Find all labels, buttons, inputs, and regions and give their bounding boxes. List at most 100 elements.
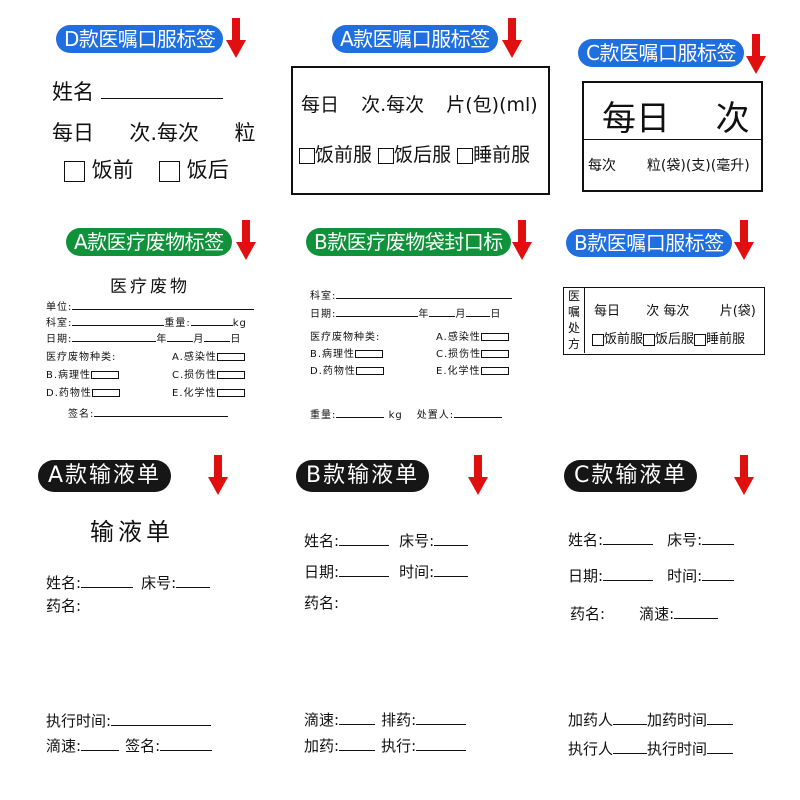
b-iv-name: 姓名: (304, 532, 340, 550)
checkbox[interactable] (299, 147, 315, 164)
c-iv-executor: 执行人 (568, 740, 614, 758)
b-waste-kg: kg (388, 410, 403, 421)
b-oral-opt1: 饭前服 (604, 332, 644, 347)
c-iv-drug-row: 药名:滴速: (570, 603, 719, 624)
checkbox[interactable] (480, 367, 509, 375)
c-iv-name: 姓名: (568, 531, 604, 549)
checkbox[interactable] (481, 350, 510, 358)
b-waste-te: E.化学性 (436, 366, 481, 377)
checkbox[interactable] (217, 371, 246, 379)
blank-line (674, 603, 719, 619)
b-iv-exec: 执行: (381, 737, 417, 755)
d-oral-before: 饭前 (91, 158, 134, 182)
down-arrow-icon (208, 455, 228, 495)
b-waste-td: D.药物性 (310, 366, 356, 377)
c-iv-adder: 加药人 (568, 711, 614, 729)
blank-line (160, 735, 213, 751)
checkbox[interactable] (159, 160, 181, 182)
b-oral-side-3: 处 (567, 321, 580, 335)
b-iv-drip: 滴速: (304, 711, 340, 729)
blank-line (81, 572, 134, 588)
c-iv-time: 时间: (667, 567, 703, 585)
c-oral-big-row: 每日 次 (602, 91, 750, 140)
a-waste-unit: 单位: (46, 302, 73, 313)
a-waste-tb-row: B.病理性 (46, 366, 120, 381)
c-iv-date-row: 日期: 时间: (568, 565, 735, 586)
b-waste-handler: 处置人: (416, 410, 455, 421)
a-waste-date-row: 日期: 年 月 日 (46, 330, 241, 345)
blank-line (72, 331, 157, 342)
b-oral-side: 医 嘱 处 方 (564, 288, 585, 353)
checkbox[interactable] (592, 333, 604, 346)
b-iv-date: 日期: (304, 563, 340, 581)
a-iv-bed: 床号: (141, 574, 177, 592)
blank-line (336, 407, 385, 418)
blank-line (111, 710, 212, 726)
checkbox[interactable] (355, 367, 384, 375)
a-waste-year: 年 (156, 334, 168, 345)
b-waste-tc: C.损伤性 (436, 349, 482, 360)
blank-line (72, 299, 255, 310)
c-iv-exec-time: 执行时间 (647, 740, 708, 758)
checkbox[interactable] (355, 350, 384, 358)
checkbox[interactable] (91, 389, 120, 397)
blank-line (339, 735, 376, 751)
b-iv-time: 时间: (399, 563, 435, 581)
b-waste-month: 月 (455, 309, 467, 320)
blank-line (466, 306, 491, 317)
a-iv-name: 姓名: (46, 574, 82, 592)
c-iv-drip: 滴速: (639, 605, 675, 623)
blank-line (613, 738, 648, 754)
a-oral-title: A款医嘱口服标签 (332, 25, 498, 53)
blank-line (339, 561, 390, 577)
b-oral-daily: 每日 (594, 304, 621, 319)
a-waste-date: 日期: (46, 334, 73, 345)
blank-line (434, 530, 469, 546)
b-oral-each: 次 每次 (646, 304, 690, 319)
c-iv-title: C款输液单 (564, 460, 698, 492)
a-oral-label-box: 每日 次.每次 片(包)(ml) 饭前服 饭后服 睡前服 (291, 66, 550, 195)
checkbox[interactable] (216, 353, 245, 361)
down-arrow-icon (734, 455, 754, 495)
a-waste-day: 日 (230, 334, 242, 345)
b-iv-discharge: 排药: (381, 711, 417, 729)
b-waste-ta: A.感染性 (436, 332, 481, 343)
a-waste-dept-row: 科室:重量:kg (46, 314, 247, 329)
d-oral-title: D款医嘱口服标签 (56, 25, 224, 53)
b-oral-label-box: 医 嘱 处 方 每日 次 每次 片(袋) 饭前服饭后服睡前服 (563, 287, 765, 355)
a-iv-name-row: 姓名: 床号: (46, 572, 211, 593)
blank-line (613, 709, 648, 725)
down-arrow-icon (746, 34, 766, 74)
b-waste-td-row: D.药物性 (310, 362, 384, 377)
b-waste-te-row: E.化学性 (436, 362, 509, 377)
a-iv-drip-row: 滴速:签名: (46, 735, 213, 756)
c-oral-times: 次 (715, 99, 750, 139)
a-iv-exec-time: 执行时间: (46, 712, 112, 730)
checkbox[interactable] (64, 160, 85, 182)
b-iv-date-row: 日期: 时间: (304, 561, 469, 582)
b-iv-name-row: 姓名:床号: (304, 530, 469, 551)
checkbox[interactable] (480, 333, 509, 341)
c-oral-daily: 每日 (602, 99, 670, 139)
d-oral-each: 次.每次 (129, 121, 200, 145)
checkbox[interactable] (91, 371, 120, 379)
checkbox[interactable] (643, 333, 656, 346)
checkbox[interactable] (457, 147, 474, 164)
d-oral-dose-row: 每日 次.每次 粒 (52, 117, 255, 147)
blank-line (707, 738, 734, 754)
blank-line (336, 288, 513, 299)
d-oral-name-row: 姓名 (52, 76, 223, 106)
checkbox[interactable] (378, 147, 395, 164)
blank-line (339, 530, 390, 546)
down-arrow-icon (468, 455, 488, 495)
blank-line (454, 407, 503, 418)
checkbox[interactable] (694, 333, 707, 346)
checkbox[interactable] (216, 389, 245, 397)
b-waste-date: 日期: (310, 309, 337, 320)
b-oral-side-1: 医 (567, 289, 580, 303)
a-waste-month: 月 (193, 334, 205, 345)
c-iv-date: 日期: (568, 567, 604, 585)
blank-line (702, 529, 735, 545)
b-oral-row2: 饭前服饭后服睡前服 (592, 328, 745, 347)
